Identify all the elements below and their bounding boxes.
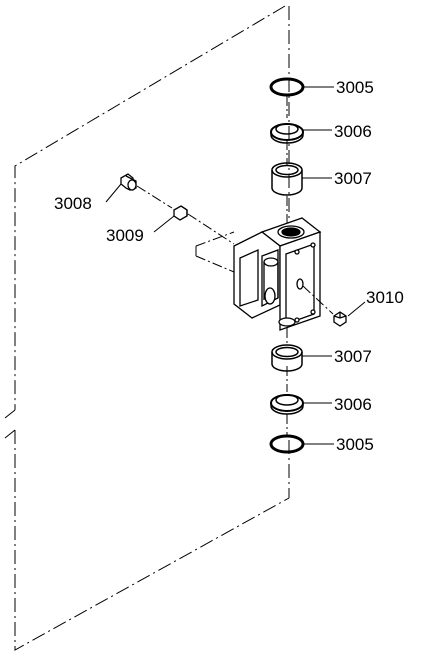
callout-3007-bottom: 3007	[334, 347, 372, 366]
plug-3010	[333, 311, 347, 327]
bushing-3007-bottom	[271, 344, 303, 372]
callout-3006-top: 3006	[334, 122, 372, 141]
bushing-3007-top	[271, 162, 303, 196]
callout-3010: 3010	[366, 288, 404, 307]
seal-ring-3006-top	[270, 123, 304, 144]
fitting-3009	[173, 205, 188, 221]
o-ring-3005-top	[269, 77, 305, 97]
leader-lines	[105, 86, 366, 445]
plug-3008	[120, 173, 137, 191]
o-ring-3005-bottom	[269, 434, 305, 454]
valve-body-block	[195, 217, 322, 331]
callout-3008: 3008	[54, 194, 92, 213]
callout-3005-bottom: 3005	[336, 435, 374, 454]
seal-ring-3006-bottom	[270, 394, 304, 415]
fitting-axis	[136, 185, 235, 245]
callout-3009: 3009	[106, 226, 144, 245]
callout-3007-top: 3007	[334, 169, 372, 188]
plug-3010-axis	[302, 285, 334, 315]
callout-3005-top: 3005	[336, 78, 374, 97]
mounting-plate-outline	[4, 5, 290, 651]
callout-3006-bottom: 3006	[334, 395, 372, 414]
